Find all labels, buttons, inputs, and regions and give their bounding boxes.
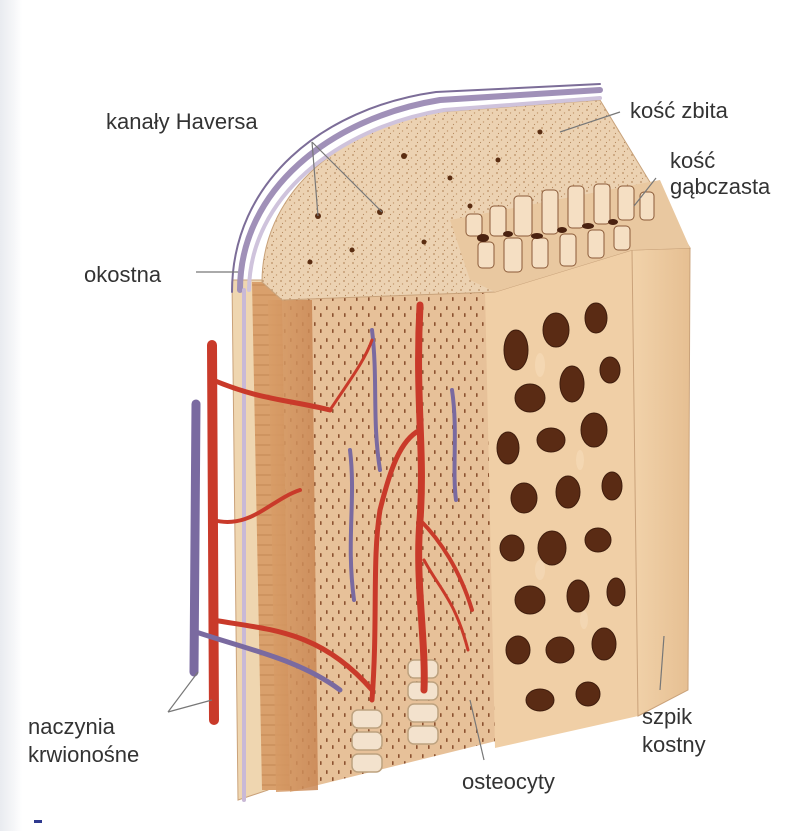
label-bone-marrow-line2: kostny bbox=[642, 732, 706, 757]
label-blood-vessels-line2: krwionośne bbox=[28, 742, 139, 767]
label-haversian-canals: kanały Haversa bbox=[106, 109, 258, 134]
right-side-face bbox=[632, 248, 690, 716]
label-osteocytes: osteocyty bbox=[462, 769, 555, 794]
compact-bone-column bbox=[268, 300, 318, 792]
label-compact-bone: kość zbita bbox=[630, 98, 728, 123]
label-spongy-bone-line1: kość bbox=[670, 148, 715, 173]
label-bone-marrow-line1: szpik bbox=[642, 704, 692, 729]
label-spongy-bone-line2: gąbczasta bbox=[670, 174, 770, 199]
label-blood-vessels-line1: naczynia bbox=[28, 714, 115, 739]
label-periosteum: okostna bbox=[84, 262, 161, 287]
